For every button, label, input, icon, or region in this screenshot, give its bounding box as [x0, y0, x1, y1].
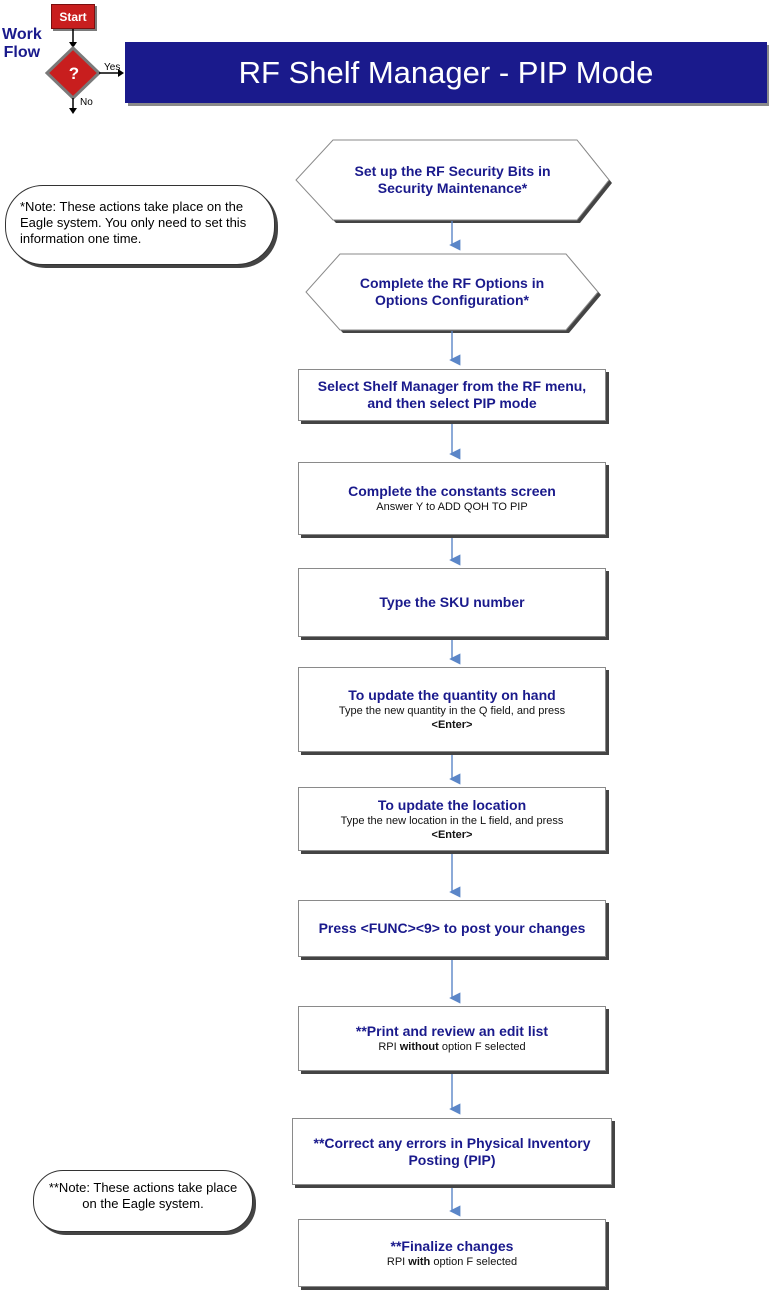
- step-10-line2: Posting (PIP): [408, 1151, 496, 1168]
- workflow-label: Work Flow: [2, 26, 42, 61]
- step-6-sub: Type the new quantity in the Q field, an…: [338, 705, 566, 717]
- start-box: Start: [51, 4, 95, 29]
- note-top: *Note: These actions take place on the E…: [5, 185, 275, 265]
- step-5-box: Type the SKU number: [298, 568, 606, 637]
- step-5-title: Type the SKU number: [379, 594, 525, 610]
- step-9-sub: RPI without option F selected: [378, 1041, 526, 1053]
- step-4-box: Complete the constants screen Answer Y t…: [298, 462, 606, 535]
- step-3-line2: and then select PIP mode: [367, 395, 537, 411]
- step-9-box: **Print and review an edit list RPI with…: [298, 1006, 606, 1071]
- step-2-hexagon: [305, 253, 599, 331]
- step-7-title: To update the location: [377, 796, 527, 813]
- step-4-sub: Answer Y to ADD QOH TO PIP: [376, 501, 528, 513]
- step-10-line1: **Correct any errors in Physical Invento…: [313, 1134, 591, 1151]
- step-10-box: **Correct any errors in Physical Invento…: [292, 1118, 612, 1185]
- step-6-box: To update the quantity on hand Type the …: [298, 667, 606, 752]
- step-6-key: <Enter>: [431, 719, 473, 731]
- step-11-box: **Finalize changes RPI with option F sel…: [298, 1219, 606, 1287]
- step-7-sub: Type the new location in the L field, an…: [340, 814, 564, 827]
- page-title: RF Shelf Manager - PIP Mode: [125, 42, 767, 103]
- step-3-box: Select Shelf Manager from the RF menu, a…: [298, 369, 606, 421]
- note-bottom: **Note: These actions take place on the …: [33, 1170, 253, 1232]
- step-11-sub: RPI with option F selected: [386, 1255, 518, 1268]
- step-9-title: **Print and review an edit list: [355, 1023, 549, 1039]
- step-1-hexagon: [295, 139, 610, 221]
- decision-question-mark: ?: [68, 64, 80, 83]
- step-8-box: Press <FUNC><9> to post your changes: [298, 900, 606, 957]
- step-11-title: **Finalize changes: [390, 1237, 514, 1254]
- step-8-title: Press <FUNC><9> to post your changes: [318, 920, 586, 936]
- no-label: No: [80, 97, 93, 108]
- yes-label: Yes: [104, 62, 121, 73]
- step-7-key: <Enter>: [431, 828, 473, 841]
- step-3-line1: Select Shelf Manager from the RF menu,: [317, 378, 587, 394]
- step-4-title: Complete the constants screen: [348, 483, 556, 499]
- workflow-logo-graphic: [44, 29, 124, 114]
- step-7-box: To update the location Type the new loca…: [298, 787, 606, 851]
- step-6-title: To update the quantity on hand: [348, 687, 556, 703]
